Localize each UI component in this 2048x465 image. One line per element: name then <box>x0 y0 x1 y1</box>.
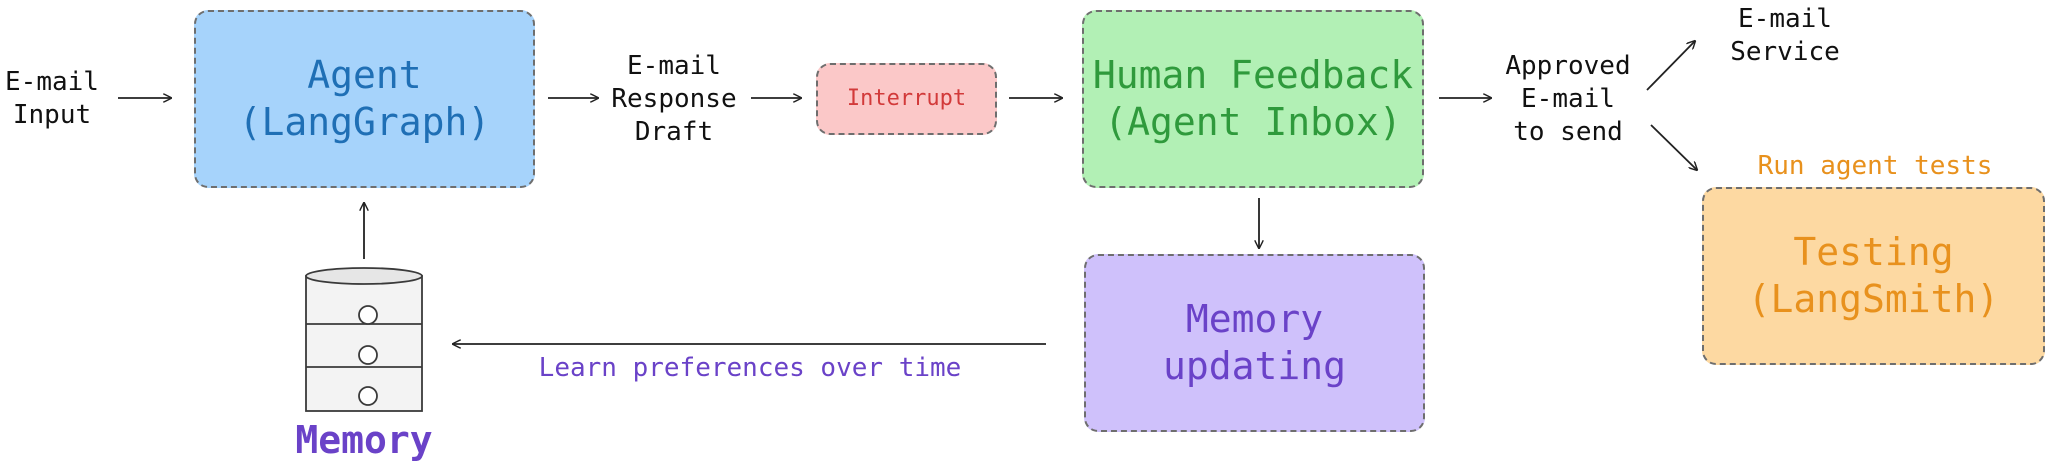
memory-updating-title: Memory <box>1185 296 1324 341</box>
approved-email-label: Approved E-mail to send <box>1494 50 1642 149</box>
arrow-approved-to-service <box>1646 41 1695 91</box>
approved-label-line-1: Approved <box>1505 51 1631 81</box>
email-service-label: E-mail Service <box>1720 3 1850 69</box>
agent-subtitle: (LangGraph) <box>238 100 491 144</box>
draft-label-line-1: E-mail <box>627 51 721 81</box>
feedback-subtitle: (Agent Inbox) <box>1104 100 1402 144</box>
testing-subtitle: (LangSmith) <box>1747 277 2000 321</box>
interrupt-label: Interrupt <box>846 86 967 112</box>
arrow-approved-to-testing <box>1650 124 1697 170</box>
testing-langsmith-box: Testing (LangSmith) <box>1702 187 2045 365</box>
email-input-label: E-mail Input <box>0 66 104 132</box>
feedback-title: Human Feedback <box>1092 52 1414 97</box>
agent-title: Agent <box>307 52 422 97</box>
service-label-line-2: Service <box>1730 37 1840 67</box>
agent-langgraph-box: Agent (LangGraph) <box>194 10 535 188</box>
input-label-line-2: Input <box>12 100 92 130</box>
learn-preferences-label: Learn preferences over time <box>538 353 962 383</box>
draft-label-line-3: Draft <box>634 117 714 147</box>
approved-label-line-3: to send <box>1513 117 1623 147</box>
approved-label-line-2: E-mail <box>1521 84 1615 114</box>
memory-label: Memory <box>295 418 433 462</box>
service-label-line-1: E-mail <box>1738 4 1832 34</box>
interrupt-box: Interrupt <box>816 63 997 135</box>
draft-label-line-2: Response <box>611 84 737 114</box>
email-response-draft-label: E-mail Response Draft <box>604 50 744 149</box>
memory-updating-subtitle: updating <box>1162 344 1347 388</box>
human-feedback-box: Human Feedback (Agent Inbox) <box>1082 10 1424 188</box>
testing-title: Testing <box>1793 229 1954 274</box>
memory-updating-box: Memory updating <box>1084 254 1425 432</box>
input-label-line-1: E-mail <box>5 67 99 97</box>
database-icon <box>305 267 423 412</box>
run-agent-tests-label: Run agent tests <box>1757 151 1993 181</box>
